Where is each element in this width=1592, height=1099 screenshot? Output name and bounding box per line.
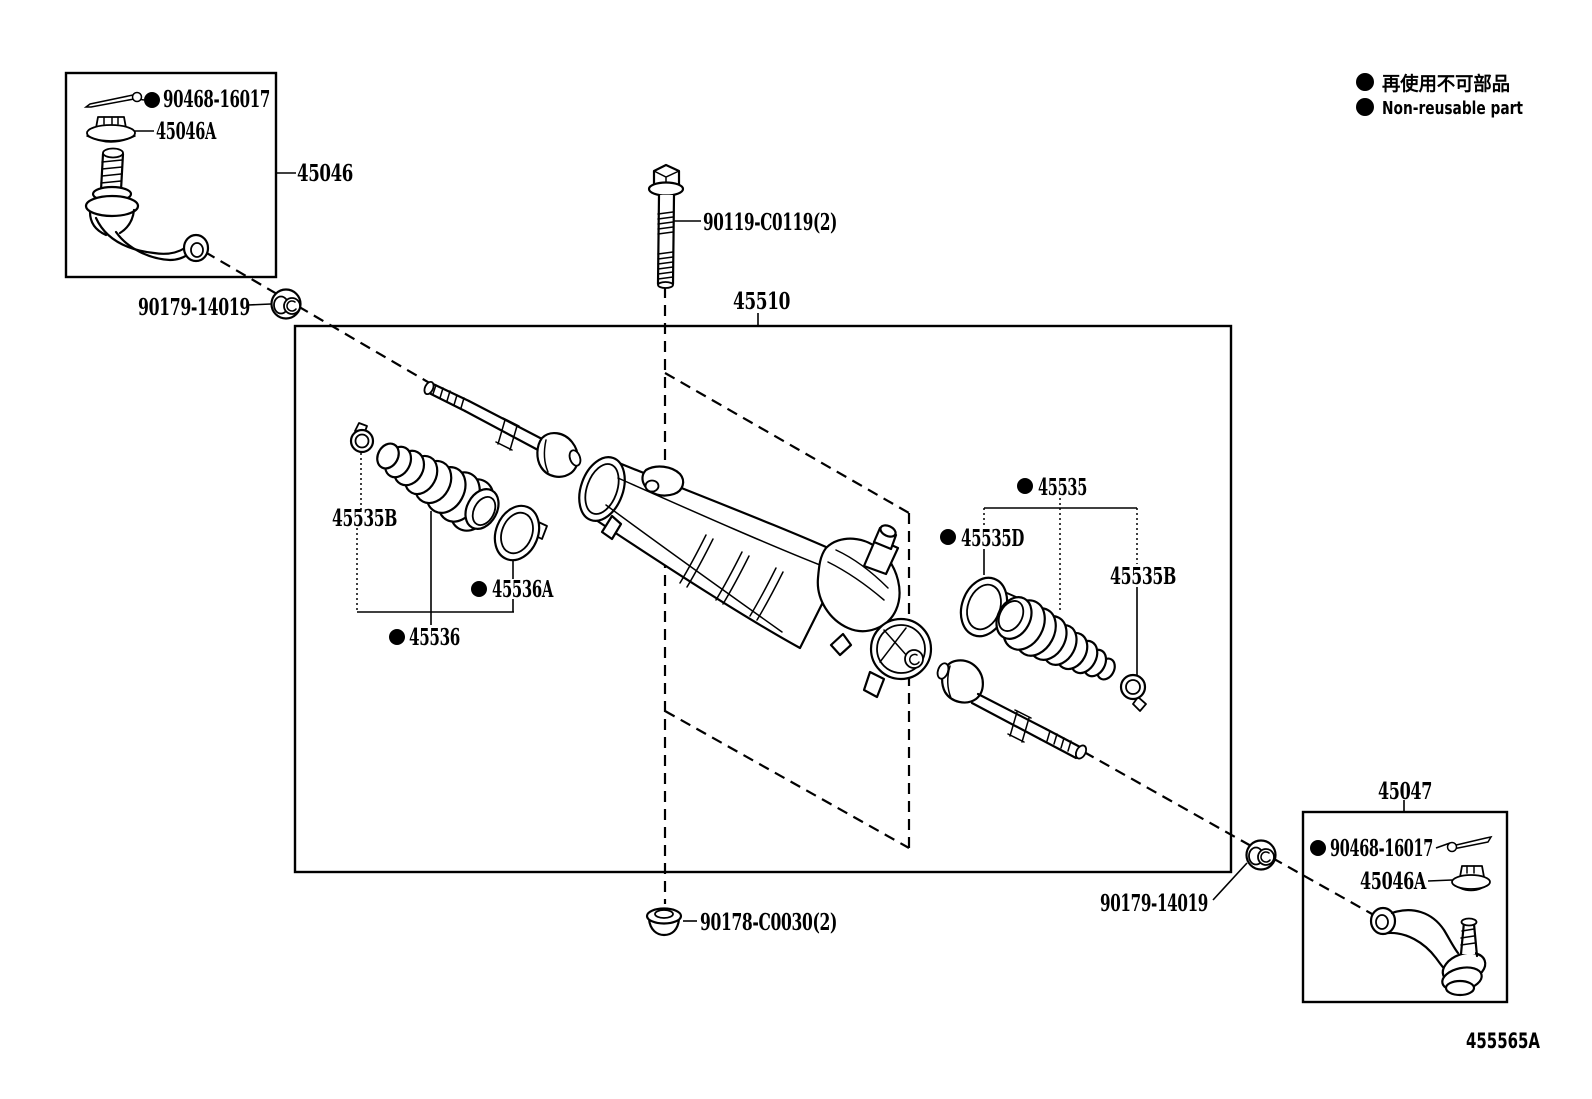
label-cotter-pin-left[interactable]: 90468-16017 bbox=[163, 86, 271, 113]
non-reusable-dot-icon bbox=[1356, 98, 1374, 116]
castle-nut-right bbox=[1451, 865, 1491, 892]
label-boot-kit[interactable]: 45535 bbox=[1038, 474, 1088, 501]
rack-end-left bbox=[423, 380, 582, 478]
boot-clamp-large-left bbox=[493, 504, 548, 562]
label-boot-clamp-small-right[interactable]: 45535B bbox=[1110, 563, 1177, 590]
label-boot-clamp-small-left[interactable]: 45535B bbox=[332, 505, 398, 532]
label-tie-rod-assy-left[interactable]: 45046 bbox=[297, 160, 354, 187]
label-mount-nut[interactable]: 90178-C0030(2) bbox=[700, 909, 838, 936]
cotter-pin-left bbox=[83, 91, 143, 108]
label-lock-nut-bottom[interactable]: 90179-14019 bbox=[1100, 890, 1209, 917]
boot-clamp-small-left bbox=[349, 422, 375, 454]
label-tie-rod-assy-right[interactable]: 45047 bbox=[1378, 778, 1433, 805]
lock-nut-bottom bbox=[1245, 839, 1277, 871]
tie-rod-left-box bbox=[64, 71, 278, 279]
steering-gear-assembly bbox=[578, 456, 933, 699]
label-boot-left[interactable]: 45536 bbox=[409, 624, 461, 651]
legend: 再使用不可部品 Non-reusable part bbox=[1356, 72, 1523, 119]
mount-nut bbox=[645, 907, 683, 937]
legend-text-en: Non-reusable part bbox=[1382, 98, 1523, 119]
label-castle-nut-left[interactable]: 45046A bbox=[156, 118, 218, 145]
lock-nut-top bbox=[270, 288, 302, 320]
legend-text-jp: 再使用不可部品 bbox=[1382, 72, 1510, 95]
label-boot-clamp-large-right[interactable]: 45535D bbox=[961, 525, 1025, 552]
cotter-pin-right bbox=[1446, 835, 1493, 853]
castle-nut-left bbox=[86, 116, 136, 143]
boot-left bbox=[376, 442, 500, 532]
label-mount-bolt[interactable]: 90119-C0119(2) bbox=[703, 209, 838, 236]
label-lock-nut-top[interactable]: 90179-14019 bbox=[138, 294, 251, 321]
label-cotter-pin-right[interactable]: 90468-16017 bbox=[1330, 835, 1434, 862]
tie-rod-end-right bbox=[1369, 906, 1487, 997]
mount-bolt bbox=[647, 163, 685, 289]
boot-right bbox=[995, 596, 1116, 681]
dashed-alignment-lines bbox=[204, 251, 1373, 915]
boot-clamp-small-right bbox=[1119, 673, 1147, 712]
label-castle-nut-right[interactable]: 45046A bbox=[1360, 868, 1428, 895]
label-boot-clamp-large-left[interactable]: 45536A bbox=[492, 576, 555, 603]
non-reusable-dot-icon bbox=[1356, 73, 1374, 91]
non-reusable-dots bbox=[144, 92, 1326, 856]
label-gear-assy[interactable]: 45510 bbox=[733, 288, 791, 315]
tie-rod-right-box bbox=[1301, 810, 1509, 1004]
rack-end-right bbox=[936, 659, 1088, 760]
figure-code: 455565A bbox=[1466, 1029, 1541, 1053]
tie-rod-end-left bbox=[84, 147, 210, 263]
gear-assembly-box bbox=[293, 324, 1233, 874]
leader-lines bbox=[131, 98, 1453, 922]
